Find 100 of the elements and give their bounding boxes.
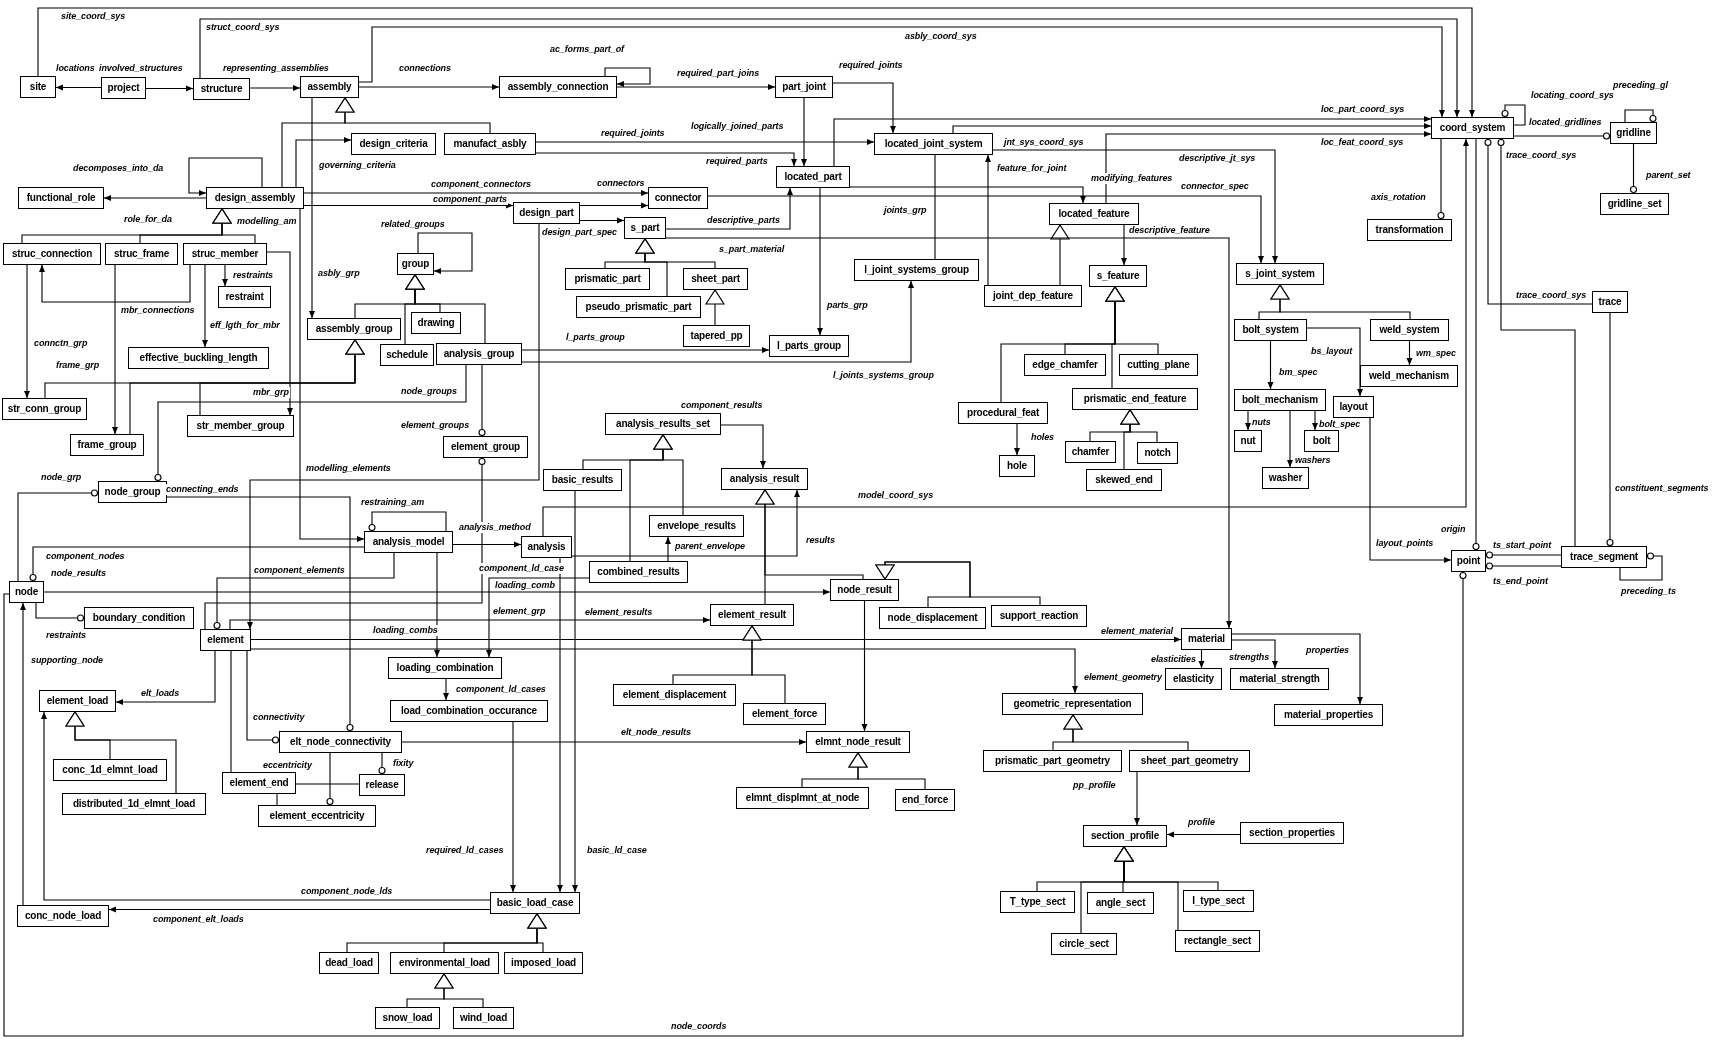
entity-box: frame_group	[70, 434, 144, 456]
relationship-line	[1406, 340, 1413, 366]
relationship-line	[299, 208, 365, 542]
relationship-label: element_geometry	[1083, 672, 1163, 683]
entity-box: element_force	[743, 703, 826, 725]
entity-box: section_profile	[1083, 825, 1167, 847]
relationship-line	[849, 186, 1086, 204]
relationship-label: strengths	[1228, 652, 1271, 663]
relationship-label: layout_points	[1375, 538, 1435, 549]
entity-box: s_joint_system	[1236, 263, 1324, 285]
entity-box: gridline_set	[1600, 193, 1669, 215]
relationship-line	[335, 97, 491, 134]
relationship-label: decomposes_into_da	[72, 163, 165, 174]
entity-box: point	[1451, 550, 1486, 572]
relationship-line	[368, 511, 447, 532]
entity-box: T_type_sect	[1000, 891, 1075, 913]
relationship-label: connector_spec	[1180, 181, 1250, 192]
relationship-label: preceding_ts	[1620, 586, 1677, 597]
entity-box: struc_connection	[3, 243, 101, 265]
relationship-line	[1014, 423, 1020, 456]
entity-box: assembly_group	[307, 318, 401, 340]
relationship-line	[1497, 138, 1576, 547]
relationship-line	[604, 67, 651, 87]
entity-box: snow_load	[375, 1007, 440, 1029]
relationship-label: component_elt_loads	[152, 914, 245, 925]
relationship-label: modifying_features	[1090, 173, 1174, 184]
relationship-label: loc_part_coord_sys	[1320, 104, 1406, 115]
relationship-label: modelling_elements	[305, 463, 392, 474]
relationship-label: elasticities	[1150, 654, 1197, 665]
relationship-label: connectors	[596, 178, 646, 189]
relationship-line	[202, 264, 208, 348]
relationship-line	[1050, 224, 1070, 286]
relationship-line	[1484, 138, 1593, 305]
relationship-line	[41, 711, 491, 901]
entity-box: bolt_system	[1234, 319, 1307, 341]
entity-box: analysis_results_set	[605, 413, 721, 435]
relationship-label: struct_coord_sys	[205, 22, 281, 33]
entity-box: design_assembly	[206, 187, 304, 209]
relationship-line	[1629, 143, 1638, 194]
relationship-line	[521, 280, 914, 363]
relationship-line	[401, 739, 807, 745]
entity-box: struc_member	[183, 243, 267, 265]
relationship-line	[35, 602, 85, 622]
relationship-label: required_parts	[705, 156, 769, 167]
entity-box: node_group	[98, 481, 167, 503]
entity-box: restraint	[218, 286, 271, 308]
entity-box: wind_load	[453, 1007, 514, 1029]
relationship-line	[985, 154, 991, 286]
entity-box: loading_combination	[388, 657, 502, 679]
relationship-line	[20, 602, 26, 906]
relationship-line	[755, 489, 775, 605]
relationship-line	[1134, 771, 1140, 826]
relationship-label: holes	[1030, 432, 1055, 443]
entity-box: design_part	[513, 202, 580, 224]
entity-box: trace_segment	[1561, 546, 1647, 568]
relationship-label: trace_coord_sys	[1515, 290, 1588, 301]
relationship-label: jnt_sys_coord_sys	[1003, 137, 1085, 148]
entity-box: material_properties	[1274, 704, 1383, 726]
relationship-line	[247, 223, 540, 630]
relationship-line	[24, 264, 30, 399]
relationship-line	[29, 546, 365, 582]
relationship-line	[108, 906, 491, 913]
relationship-line	[1105, 131, 1432, 204]
entity-box: washer	[1262, 467, 1309, 489]
relationship-line	[1063, 714, 1189, 751]
entity-box: assembly_connection	[499, 76, 617, 98]
entity-box: environmental_load	[390, 952, 499, 974]
relationship-line	[1485, 551, 1562, 559]
relationship-line	[478, 364, 486, 437]
entity-box: procedural_feat	[958, 402, 1048, 424]
relationship-label: asbly_grp	[317, 268, 361, 279]
relationship-label: loading_combs	[372, 625, 439, 636]
entity-box: section_properties	[1240, 822, 1344, 844]
relationship-line	[212, 208, 256, 244]
relationship-line	[616, 84, 776, 90]
relationship-label: eff_lgth_for_mbr	[209, 320, 281, 331]
relationship-line	[665, 237, 1232, 629]
relationship-label: element_results	[584, 607, 654, 618]
relationship-line	[1105, 286, 1125, 389]
relationship-line	[535, 139, 875, 145]
entity-box: sheet_part_geometry	[1129, 750, 1250, 772]
entity-box: elasticity	[1165, 668, 1222, 690]
entity-box: basic_results	[543, 469, 622, 491]
relationship-line	[1369, 417, 1452, 563]
entity-box: coord_system	[1431, 117, 1514, 139]
relationship-line	[1501, 104, 1526, 126]
relationship-label: wm_spec	[1415, 348, 1457, 359]
relationship-line	[579, 217, 625, 224]
relationship-label: restraining_am	[360, 497, 426, 508]
entity-box: circle_sect	[1051, 933, 1117, 955]
relationship-label: fixity	[392, 758, 415, 769]
relationship-label: model_coord_sys	[857, 490, 935, 501]
entity-box: part_joint	[775, 76, 833, 98]
relationship-label: pp_profile	[1072, 780, 1117, 791]
relationship-line	[17, 489, 99, 582]
relationship-line	[510, 721, 516, 893]
entity-box: skewed_end	[1086, 469, 1162, 491]
relationship-line	[833, 116, 1432, 167]
relationship-line	[199, 18, 1460, 118]
entity-box: hole	[999, 455, 1035, 477]
